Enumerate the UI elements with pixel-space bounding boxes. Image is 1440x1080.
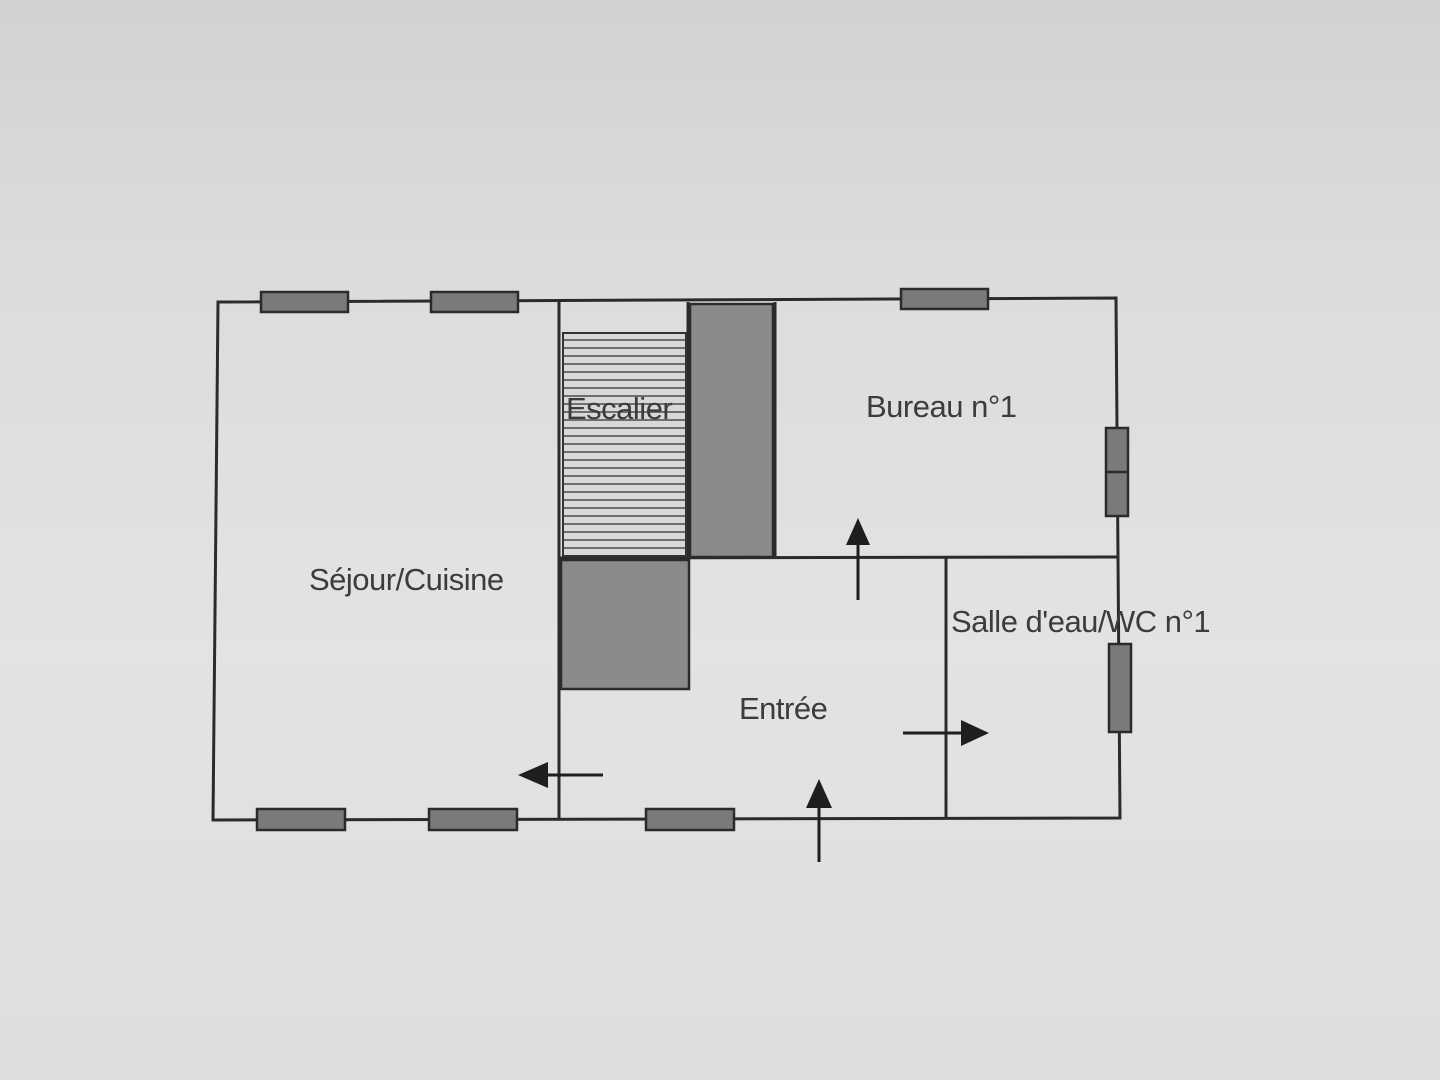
window-top-3 — [899, 287, 990, 311]
arrow-left-sejour-icon — [518, 762, 603, 788]
windows — [255, 287, 1133, 832]
room-label-entree: Entrée — [739, 691, 827, 726]
shaded-block-upper — [688, 302, 775, 559]
shaded-block-lower — [559, 558, 691, 691]
window-bottom-1 — [255, 807, 347, 832]
room-label-sejour: Séjour/Cuisine — [309, 562, 504, 597]
arrow-up-bureau-icon — [846, 518, 870, 600]
window-top-1 — [259, 290, 350, 314]
arrow-up-entrance-icon — [806, 779, 832, 862]
staircase — [562, 332, 687, 557]
window-top-2 — [429, 290, 520, 314]
window-bottom-3 — [644, 807, 736, 832]
arrows — [518, 518, 989, 862]
outer-walls — [211, 296, 1122, 822]
arrow-right-salle-icon — [903, 720, 989, 746]
room-label-bureau: Bureau n°1 — [866, 389, 1016, 424]
window-right-2 — [1107, 642, 1133, 734]
interior-walls — [557, 302, 1119, 820]
window-bottom-2 — [427, 807, 519, 832]
room-label-salle-eau: Salle d'eau/WC n°1 — [951, 604, 1210, 639]
room-label-escalier: Escalier — [566, 391, 672, 426]
